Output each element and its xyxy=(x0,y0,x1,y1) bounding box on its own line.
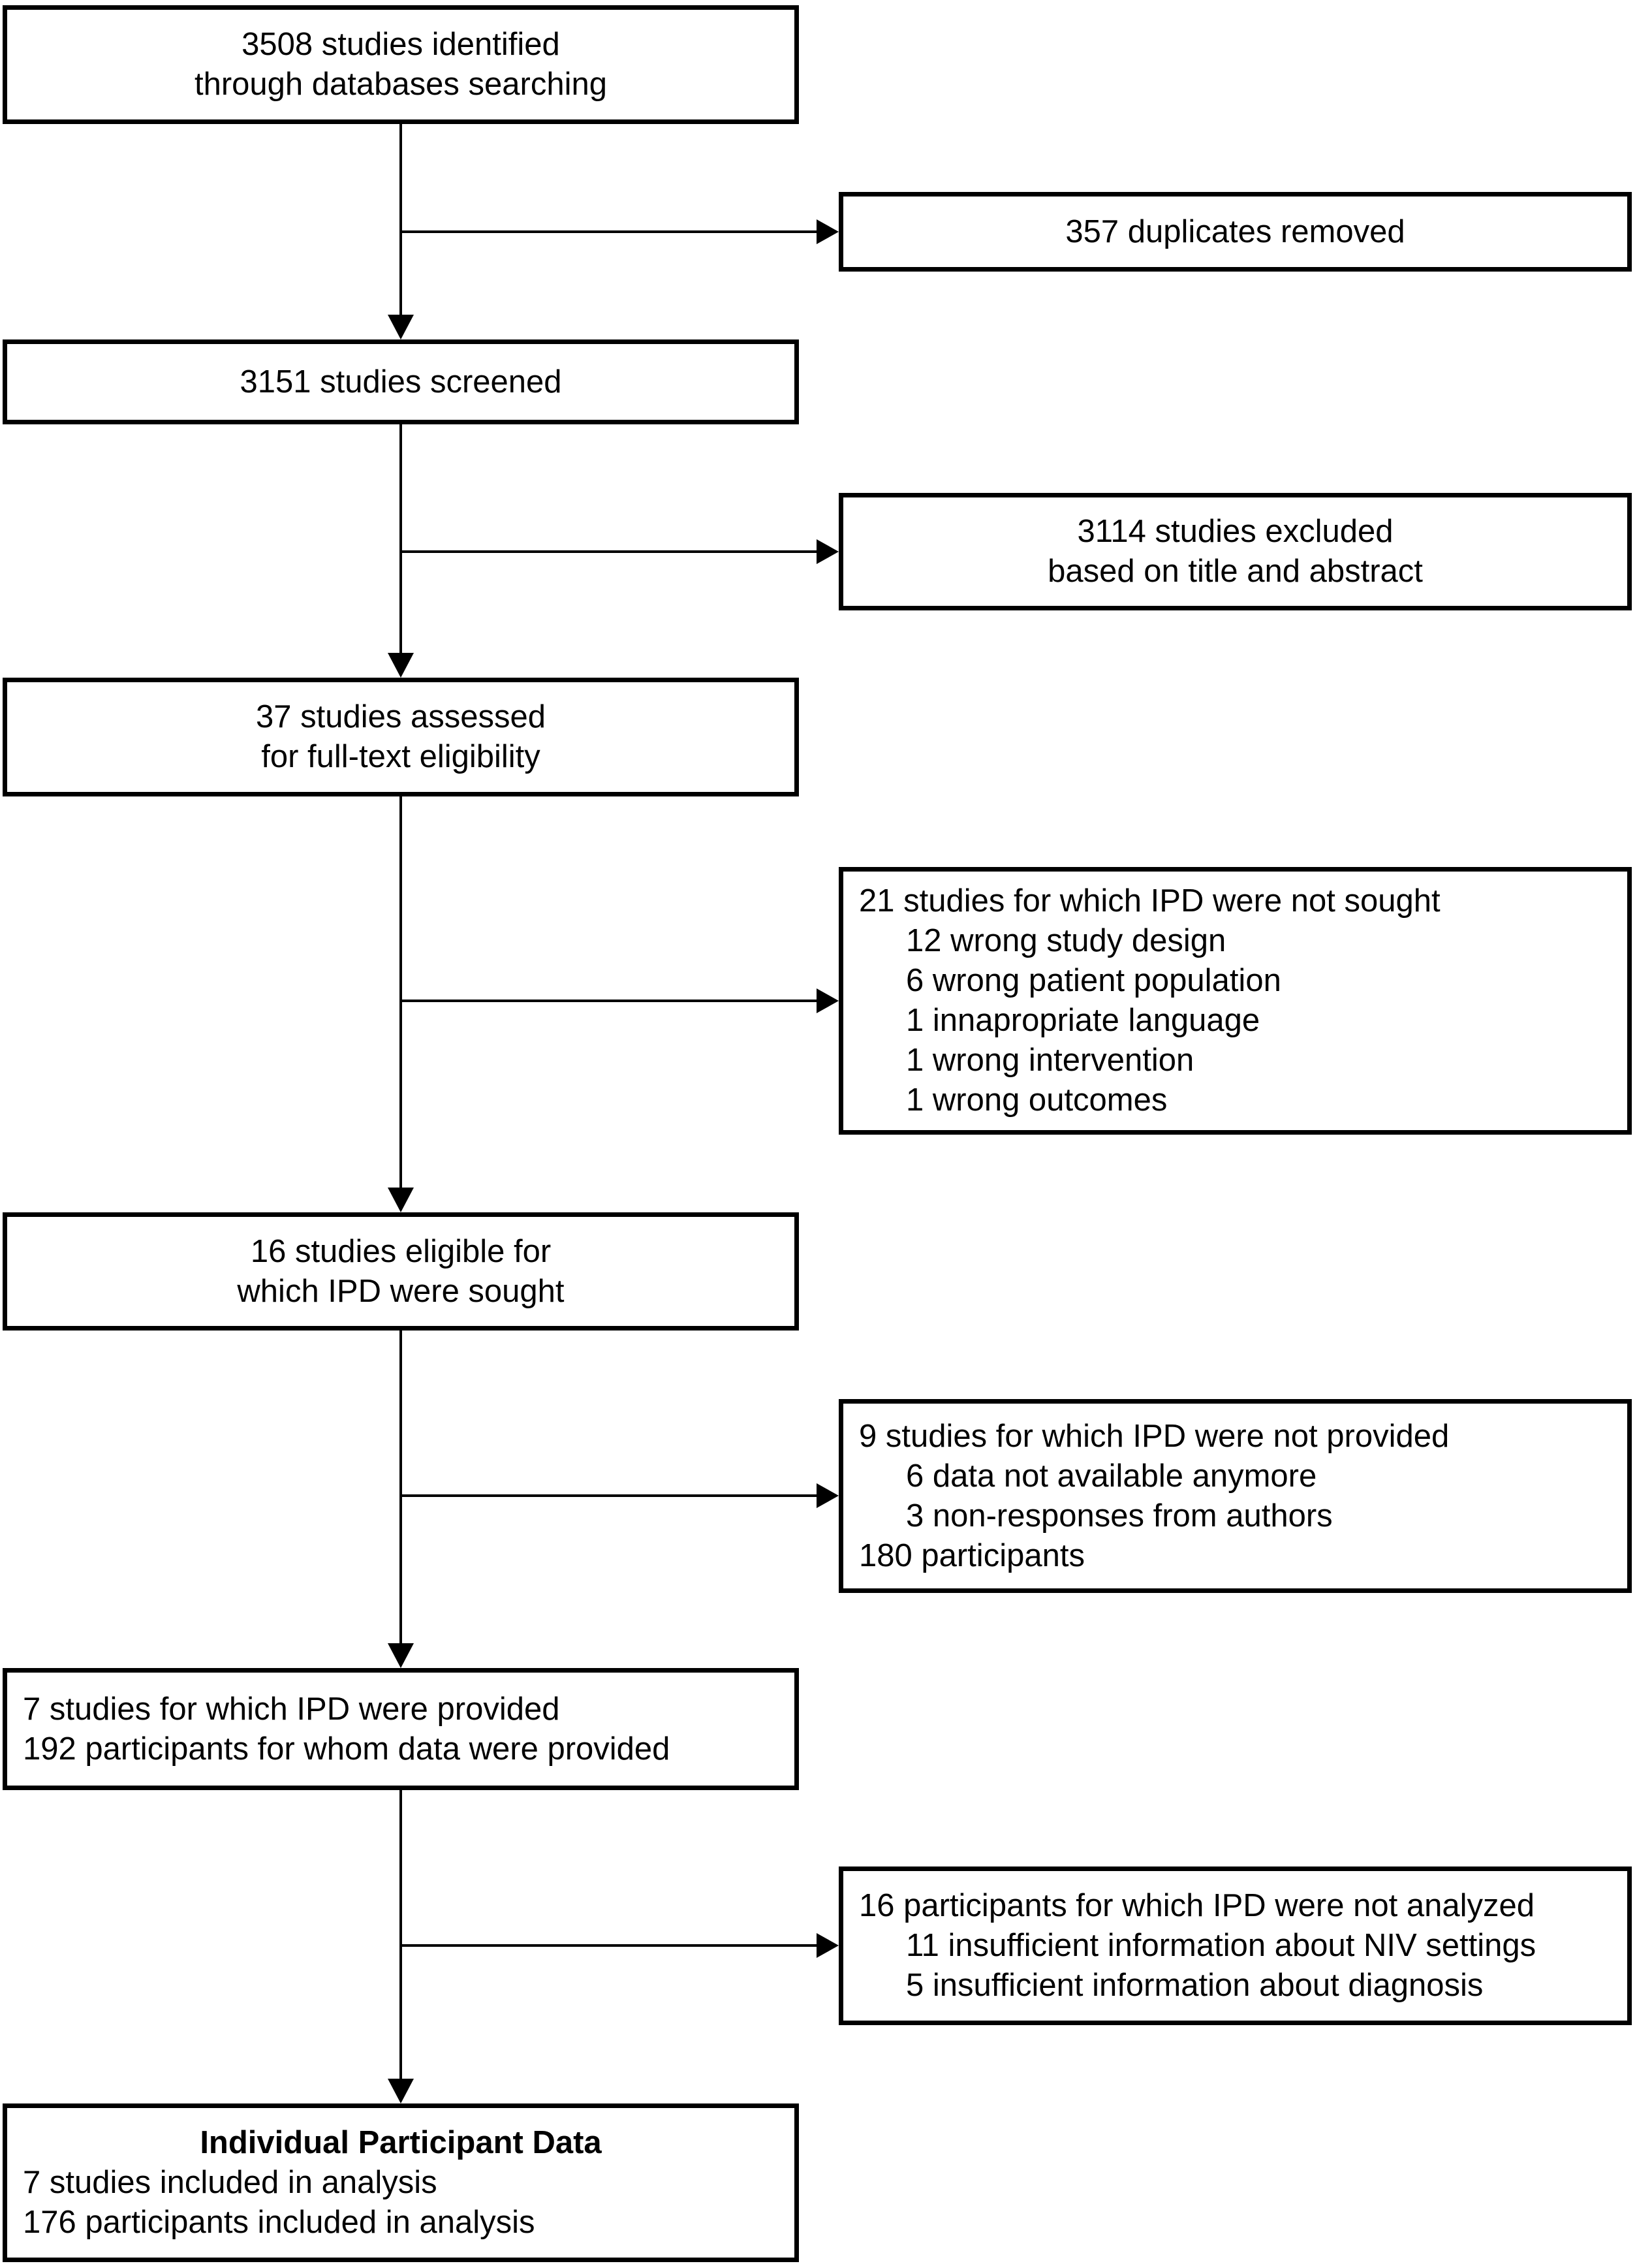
box-text-line: 3114 studies excluded xyxy=(1077,514,1394,549)
box-text-line: 16 participants for which IPD were not a… xyxy=(859,1888,1535,1923)
box-text-line: 357 duplicates removed xyxy=(1065,213,1405,249)
connector-identified-to-screened xyxy=(399,124,402,315)
box-text-subline: 5 insufficient information about diagnos… xyxy=(906,1968,1484,2003)
box-text-line: 9 studies for which IPD were not provide… xyxy=(859,1418,1450,1454)
box-text-line: for full-text eligibility xyxy=(261,739,540,774)
branch-to-studies-excluded xyxy=(399,550,817,553)
connector-assessed-to-eligible xyxy=(399,796,402,1188)
right-arrowhead-icon xyxy=(817,539,839,564)
box-studies-excluded: 3114 studies excluded based on title and… xyxy=(839,493,1632,610)
down-arrowhead-icon xyxy=(388,2079,414,2103)
box-text-subline: 6 data not available anymore xyxy=(906,1458,1317,1494)
box-text-line: based on title and abstract xyxy=(1048,554,1423,589)
branch-to-ipd-not-sought xyxy=(399,1000,817,1002)
box-text-line: 180 participants xyxy=(859,1537,1085,1573)
box-text-subline: 11 insufficient information about NIV se… xyxy=(906,1928,1536,1963)
right-arrowhead-icon xyxy=(817,988,839,1013)
box-text-line: 7 studies for which IPD were provided xyxy=(23,1691,560,1727)
down-arrowhead-icon xyxy=(388,315,414,339)
box-text-subline: 1 innapropriate language xyxy=(906,1003,1260,1038)
box-text-subline: 3 non-responses from authors xyxy=(906,1498,1333,1534)
box-text-line: through databases searching xyxy=(195,67,607,102)
connector-screened-to-assessed xyxy=(399,424,402,653)
branch-to-ipd-not-provided xyxy=(399,1494,817,1497)
box-studies-assessed: 37 studies assessed for full-text eligib… xyxy=(3,678,799,796)
box-title: Individual Participant Data xyxy=(200,2125,602,2160)
box-studies-eligible: 16 studies eligible for which IPD were s… xyxy=(3,1212,799,1331)
right-arrowhead-icon xyxy=(817,1483,839,1508)
box-studies-identified: 3508 studies identified through database… xyxy=(3,5,799,124)
down-arrowhead-icon xyxy=(388,653,414,678)
box-text-subline: 1 wrong intervention xyxy=(906,1043,1194,1078)
connector-provided-to-final xyxy=(399,1790,402,2079)
right-arrowhead-icon xyxy=(817,1933,839,1958)
branch-to-ipd-not-analyzed xyxy=(399,1944,817,1947)
down-arrowhead-icon xyxy=(388,1643,414,1668)
box-text-line: 37 studies assessed xyxy=(256,699,546,734)
box-text-line: which IPD were sought xyxy=(237,1273,565,1309)
box-text-line: 192 participants for whom data were prov… xyxy=(23,1731,670,1767)
box-ipd-not-provided: 9 studies for which IPD were not provide… xyxy=(839,1399,1632,1593)
box-ipd-provided: 7 studies for which IPD were provided 19… xyxy=(3,1668,799,1790)
box-text-line: 176 participants included in analysis xyxy=(23,2205,535,2240)
box-text-subline: 1 wrong outcomes xyxy=(906,1082,1168,1118)
box-text-line: 3508 studies identified xyxy=(242,27,560,62)
box-text-subline: 6 wrong patient population xyxy=(906,963,1281,998)
box-text-line: 3151 studies screened xyxy=(240,364,562,400)
connector-eligible-to-provided xyxy=(399,1331,402,1643)
box-ipd-not-analyzed: 16 participants for which IPD were not a… xyxy=(839,1866,1632,2025)
down-arrowhead-icon xyxy=(388,1188,414,1212)
box-ipd-not-sought: 21 studies for which IPD were not sought… xyxy=(839,867,1632,1135)
box-individual-participant-data: Individual Participant Data 7 studies in… xyxy=(3,2103,799,2262)
box-studies-screened: 3151 studies screened xyxy=(3,339,799,424)
box-text-line: 21 studies for which IPD were not sought xyxy=(859,883,1441,919)
box-text-line: 7 studies included in analysis xyxy=(23,2165,437,2200)
box-duplicates-removed: 357 duplicates removed xyxy=(839,192,1632,272)
box-text-subline: 12 wrong study design xyxy=(906,923,1226,958)
branch-to-duplicates-removed xyxy=(399,230,817,233)
box-text-line: 16 studies eligible for xyxy=(250,1233,552,1269)
right-arrowhead-icon xyxy=(817,219,839,244)
